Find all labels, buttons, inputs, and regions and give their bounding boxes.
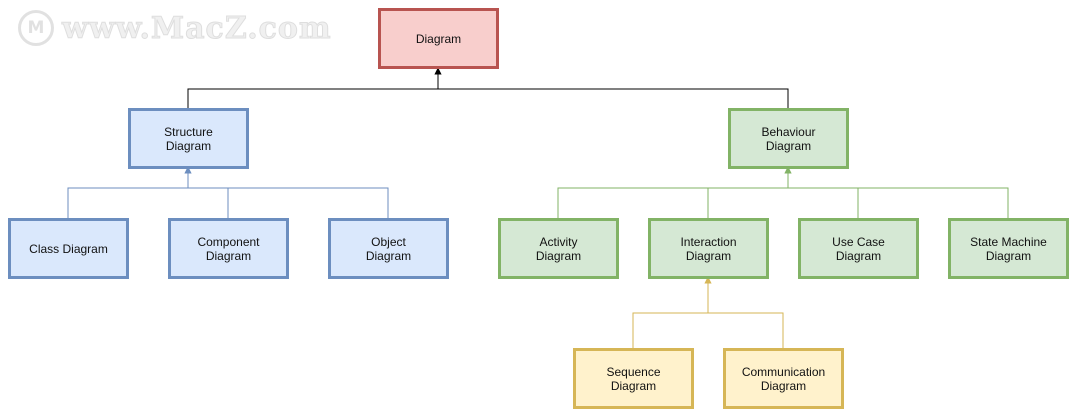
node-component-diagram[interactable]: Component Diagram bbox=[168, 218, 289, 279]
node-state-machine-diagram[interactable]: State Machine Diagram bbox=[948, 218, 1069, 279]
node-activity-diagram[interactable]: Activity Diagram bbox=[498, 218, 619, 279]
edge-usecase-to-behaviour bbox=[784, 166, 859, 218]
watermark-text: www.MacZ.com bbox=[62, 10, 332, 46]
edge-statemachine-to-behaviour bbox=[784, 166, 1009, 218]
node-interaction-diagram[interactable]: Interaction Diagram bbox=[648, 218, 769, 279]
node-class-diagram[interactable]: Class Diagram bbox=[8, 218, 129, 279]
node-diagram[interactable]: Diagram bbox=[378, 8, 499, 69]
edge-interaction-to-behaviour bbox=[707, 166, 792, 218]
edge-class-to-structure bbox=[67, 166, 192, 218]
edge-communication-to-interaction bbox=[704, 276, 784, 348]
node-object-diagram[interactable]: Object Diagram bbox=[328, 218, 449, 279]
node-behaviour-diagram[interactable]: Behaviour Diagram bbox=[728, 108, 849, 169]
node-sequence-diagram[interactable]: Sequence Diagram bbox=[573, 348, 694, 409]
node-use-case-diagram[interactable]: Use Case Diagram bbox=[798, 218, 919, 279]
edge-object-to-structure bbox=[184, 166, 389, 218]
edge-activity-to-behaviour bbox=[557, 166, 792, 218]
edge-component-to-structure bbox=[184, 166, 229, 218]
node-structure-diagram[interactable]: Structure Diagram bbox=[128, 108, 249, 169]
watermark-logo-icon: M bbox=[18, 10, 54, 46]
edge-behaviour-to-diagram bbox=[434, 67, 789, 108]
edge-structure-to-diagram bbox=[187, 67, 442, 108]
node-communication-diagram[interactable]: Communication Diagram bbox=[723, 348, 844, 409]
edge-sequence-to-interaction bbox=[632, 276, 712, 348]
watermark: M www.MacZ.com bbox=[18, 8, 332, 48]
